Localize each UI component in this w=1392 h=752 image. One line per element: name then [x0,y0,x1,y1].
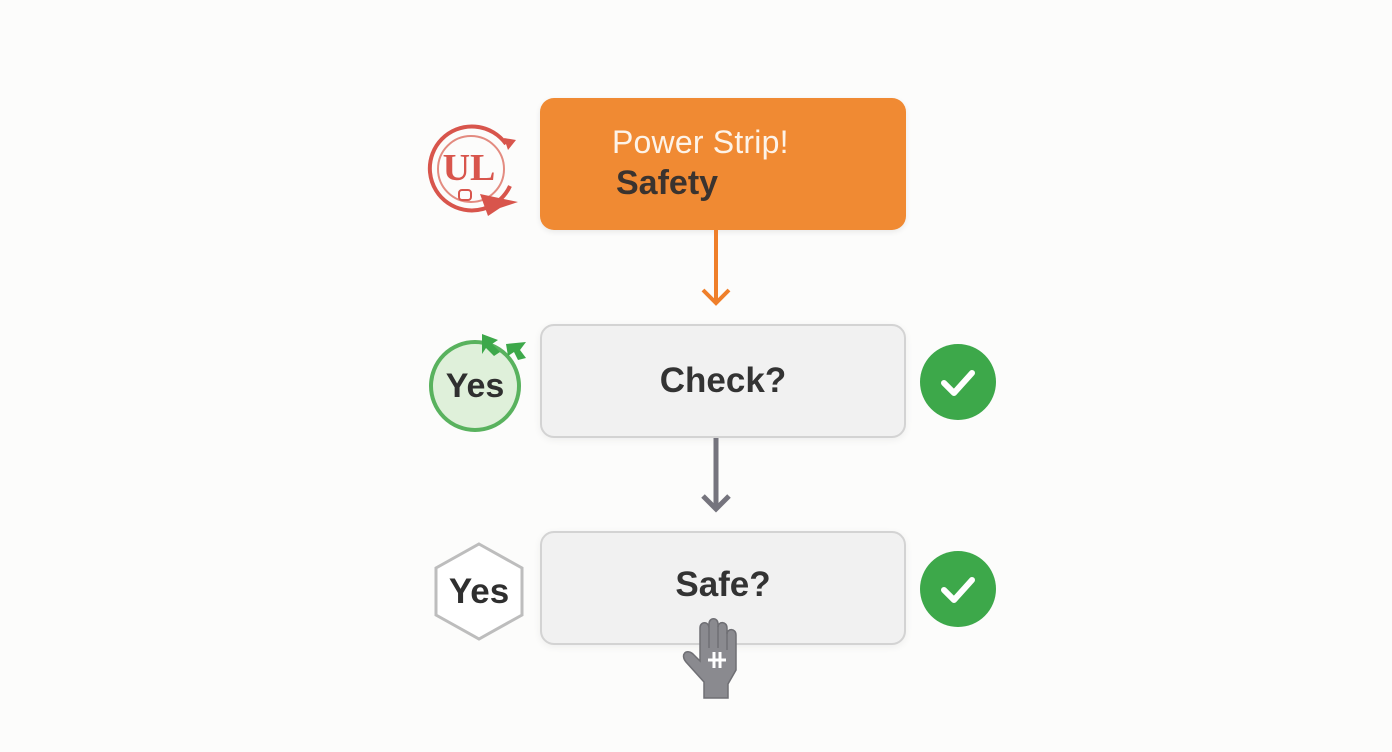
check-step-label: Check? [659,361,787,400]
safe-step-label: Safe? [675,565,771,604]
title-line-1: Power Strip! [612,124,789,160]
safe-step-box[interactable]: Safe? [540,531,906,645]
yes-badge-hexagon: Yes [432,541,526,642]
arrow-check-to-safe [701,438,731,513]
title-box: Power Strip! Safety [540,98,906,230]
yes-badge-circle: Yes [429,340,521,432]
title-line-2: Safety [616,164,719,202]
check-step-box: Check? [540,324,906,438]
arrow-title-to-check [701,230,731,306]
hand-cursor-icon [682,618,737,699]
ul-logo-text: UL [443,147,496,189]
yes-badge-label: Yes [448,571,510,611]
check-circle-icon [920,551,996,627]
yes-badge-label: Yes [445,366,505,405]
check-circle-icon [920,344,996,420]
ul-certification-icon: UL [427,124,518,216]
arrow-accent-icon [482,334,526,360]
